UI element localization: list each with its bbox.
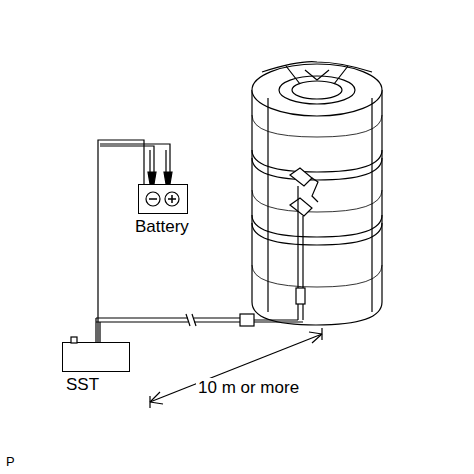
cable [96,314,303,342]
page-mark: P [4,452,17,471]
sst-knob [63,337,129,365]
terminal-symbols [139,185,187,213]
battery: Battery [138,184,189,236]
sst-unit: SST [62,342,130,394]
battery-body [138,184,188,214]
tire-stack [252,62,382,325]
dimension-label: 10 m or more [196,378,301,397]
tool-name: SST [66,375,130,394]
part-name: Battery [135,217,189,236]
battery-cable [98,140,144,342]
dimension-line [150,328,322,408]
sst-body [62,342,130,372]
airbag-wiring [290,168,318,320]
battery-clamps [100,144,172,184]
